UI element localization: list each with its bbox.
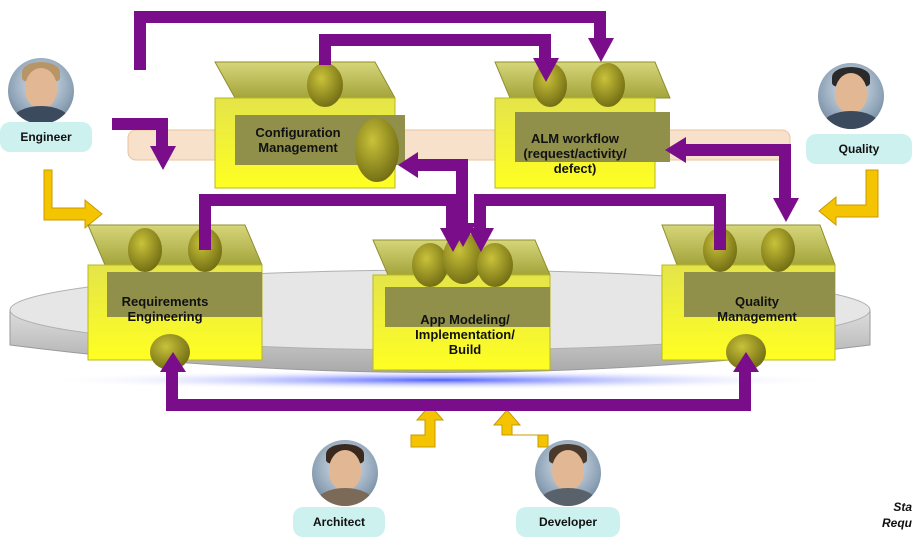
purple-arrows: [112, 11, 791, 411]
developer-role-badge: Developer: [516, 507, 620, 537]
developer-avatar: [535, 440, 601, 506]
label-app-modeling: App Modeling/ Implementation/ Build: [415, 312, 515, 357]
purple-arrowheads: [150, 38, 799, 372]
box-requirements: [87, 224, 263, 370]
quality-role-badge: Quality: [806, 134, 912, 164]
box-app-modeling: [372, 232, 551, 371]
box-alm: [494, 61, 671, 189]
label-configuration-management: Configuration Management: [255, 125, 341, 155]
engineer-role-badge: Engineer: [0, 122, 92, 152]
box-configuration: [214, 61, 405, 189]
label-requirements-engineering: Requirements Engineering: [121, 294, 209, 324]
architect-avatar: [312, 440, 378, 506]
quality-avatar: [818, 63, 884, 129]
engineer-avatar: [8, 58, 74, 124]
corner-text-line-2: Requ: [882, 516, 912, 530]
role-arrows: [43, 169, 879, 448]
label-quality-management: Quality Management: [717, 294, 797, 324]
architect-role-badge: Architect: [293, 507, 385, 537]
label-alm-workflow: ALM workflow (request/activity/ defect): [523, 131, 627, 176]
corner-text-line-1: Sta: [893, 500, 912, 514]
